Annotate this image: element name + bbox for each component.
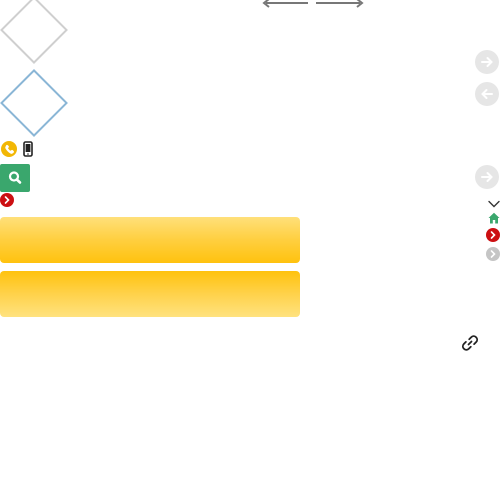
arrow-right-icon[interactable] (316, 0, 364, 8)
arrow-right-circle-icon[interactable] (475, 165, 499, 189)
yellow-button-bottom[interactable] (0, 271, 300, 317)
chevron-down-icon[interactable] (488, 199, 500, 209)
link-icon[interactable] (461, 334, 479, 352)
chevron-right-icon[interactable] (486, 247, 500, 261)
chevron-right-icon[interactable] (0, 193, 14, 207)
phone-icon[interactable] (1, 141, 17, 157)
arrow-left-icon[interactable] (262, 0, 308, 8)
home-icon[interactable] (488, 212, 500, 224)
arrow-left-circle-icon[interactable] (475, 82, 499, 106)
mobile-phone-icon[interactable] (22, 141, 34, 157)
arrow-right-circle-icon[interactable] (475, 50, 499, 74)
yellow-button-top[interactable] (0, 217, 300, 263)
chevron-right-icon[interactable] (486, 228, 500, 242)
diamond-outline-icon (0, 69, 68, 137)
search-button[interactable] (0, 164, 30, 192)
search-icon (8, 171, 22, 184)
diamond-outline-icon (0, 0, 68, 64)
